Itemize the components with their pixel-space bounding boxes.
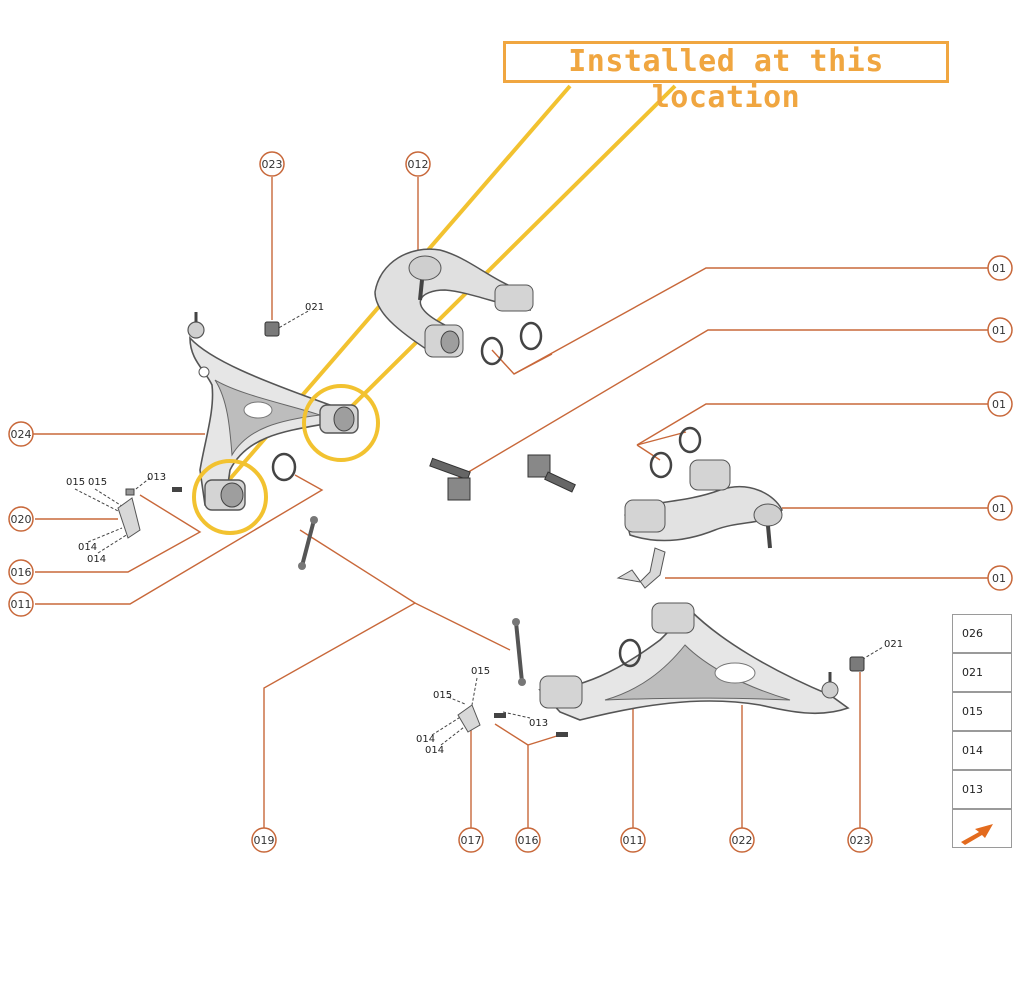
- legend-orientation-arrow[interactable]: [952, 809, 1012, 848]
- label-014: 014: [425, 745, 444, 756]
- bolt-013: [172, 487, 182, 492]
- legend-label: 014: [962, 744, 983, 757]
- highlight-ring-rear: [302, 384, 380, 462]
- label-021-right: 021: [884, 639, 903, 650]
- installed-location-callout: Installed at this location: [503, 41, 949, 115]
- badge-016-left[interactable]: 016: [8, 559, 34, 585]
- label-014: 014: [87, 554, 106, 565]
- label-015: 015: [471, 666, 490, 677]
- lower-control-arm-left: [187, 312, 359, 511]
- badge-right-2[interactable]: 01: [987, 317, 1013, 343]
- label-014: 014: [416, 734, 435, 745]
- badge-right-1[interactable]: 01: [987, 255, 1013, 281]
- seal-ring: [519, 321, 543, 351]
- svg-text:012: 012: [408, 158, 429, 171]
- legend-row[interactable]: 013: [952, 770, 1012, 809]
- svg-text:024: 024: [11, 428, 32, 441]
- svg-text:01: 01: [992, 502, 1006, 515]
- screw-015: [125, 488, 135, 496]
- badge-right-5[interactable]: 01: [987, 565, 1013, 591]
- upper-control-arm-top: [374, 248, 534, 358]
- coupling-rod-019: [298, 516, 318, 570]
- badge-011-left[interactable]: 011: [8, 591, 34, 617]
- badge-023-top[interactable]: 023: [259, 151, 285, 177]
- highlight-ring-front: [192, 459, 268, 535]
- badge-017[interactable]: 017: [458, 827, 484, 853]
- label-015: 015: [433, 690, 452, 701]
- legend-label: 026: [962, 627, 983, 640]
- svg-text:016: 016: [518, 834, 539, 847]
- badge-023-bottom[interactable]: 023: [847, 827, 873, 853]
- svg-text:01: 01: [992, 324, 1006, 337]
- bracket-right: [616, 547, 666, 589]
- badge-024[interactable]: 024: [8, 421, 34, 447]
- label-014: 014: [78, 542, 97, 553]
- legend-label: 013: [962, 783, 983, 796]
- badge-016-bottom[interactable]: 016: [515, 827, 541, 853]
- seal-ring: [618, 638, 642, 668]
- leader-lines: [30, 177, 996, 828]
- seal-ring: [649, 451, 673, 479]
- legend-row[interactable]: 021: [952, 653, 1012, 692]
- svg-text:011: 011: [11, 598, 32, 611]
- label-015: 015: [88, 477, 107, 488]
- level-sensor-right: [527, 454, 576, 493]
- badge-022[interactable]: 022: [729, 827, 755, 853]
- svg-text:01: 01: [992, 572, 1006, 585]
- bracket-020: [117, 497, 141, 539]
- coupling-rod-019b: [512, 618, 526, 686]
- legend-label: 021: [962, 666, 983, 679]
- label-013-left: 013: [147, 472, 166, 483]
- badge-right-4[interactable]: 01: [987, 495, 1013, 521]
- badge-020[interactable]: 020: [8, 506, 34, 532]
- bracket-017: [457, 704, 481, 733]
- svg-text:011: 011: [623, 834, 644, 847]
- svg-text:022: 022: [732, 834, 753, 847]
- label-013-bottom: 013: [529, 718, 548, 729]
- svg-text:01: 01: [992, 398, 1006, 411]
- svg-text:020: 020: [11, 513, 32, 526]
- badge-right-3[interactable]: 01: [987, 391, 1013, 417]
- parts-legend: 026 021 015 014 013: [952, 614, 1012, 852]
- nut-021-right: [849, 656, 865, 672]
- bolt-013-bottom: [494, 713, 506, 718]
- svg-text:01: 01: [992, 262, 1006, 275]
- seal-ring: [678, 426, 702, 454]
- badge-019[interactable]: 019: [251, 827, 277, 853]
- nut-021-top: [264, 321, 280, 337]
- legend-label: 015: [962, 705, 983, 718]
- lower-control-arm-right: [538, 602, 850, 721]
- level-sensor-left: [429, 457, 471, 501]
- legend-row[interactable]: 015: [952, 692, 1012, 731]
- seal-ring: [480, 336, 504, 366]
- seal-ring: [271, 452, 297, 482]
- label-015: 015: [66, 477, 85, 488]
- orientation-arrow-icon: [961, 824, 993, 845]
- svg-text:023: 023: [262, 158, 283, 171]
- upper-control-arm-right: [624, 459, 783, 549]
- dashed-leaders: [74, 309, 884, 746]
- legend-row[interactable]: 014: [952, 731, 1012, 770]
- badge-012[interactable]: 012: [405, 151, 431, 177]
- legend-row[interactable]: 026: [952, 614, 1012, 653]
- label-021-top: 021: [305, 302, 324, 313]
- svg-text:019: 019: [254, 834, 275, 847]
- bolt-016-bottom: [556, 732, 568, 737]
- svg-text:016: 016: [11, 566, 32, 579]
- badge-011-bottom[interactable]: 011: [620, 827, 646, 853]
- svg-text:017: 017: [461, 834, 482, 847]
- svg-text:023: 023: [850, 834, 871, 847]
- callout-badges: 023 012 024 020 016 011 019 017 016 011 …: [8, 151, 1013, 853]
